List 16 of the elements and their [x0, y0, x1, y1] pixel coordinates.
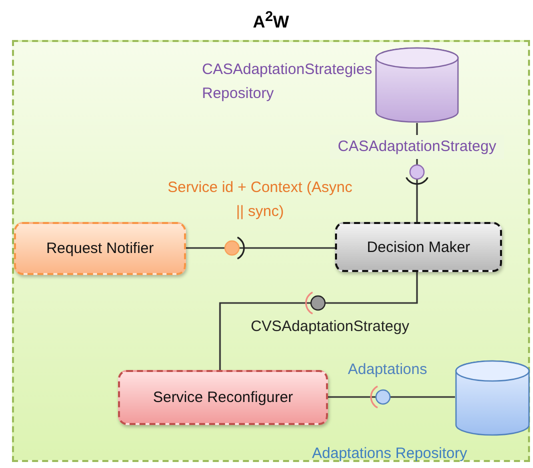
repository-label: Adaptations Repository: [312, 444, 468, 464]
database-cylinder: [375, 47, 459, 123]
component-box: Service Reconfigurer: [118, 370, 328, 425]
interface-connector: [219, 272, 418, 370]
edge-label: CASAdaptationStrategy: [330, 135, 504, 159]
interface-connector: [328, 386, 455, 408]
interface-connector: [406, 123, 428, 222]
repository-label: CASAdaptationStrategies Repository: [202, 60, 374, 104]
edge-label: Adaptations: [346, 360, 428, 380]
edge-label: Service id + Context (Async || sync): [166, 178, 354, 222]
group-title: A$^{2}$W: [252, 9, 290, 33]
component-box: Decision Maker: [335, 222, 502, 272]
database-cylinder: [455, 360, 530, 436]
component-box: Request Notifier: [14, 222, 186, 275]
interface-connector: [186, 236, 335, 260]
edge-label: CVSAdaptationStrategy: [250, 317, 410, 337]
